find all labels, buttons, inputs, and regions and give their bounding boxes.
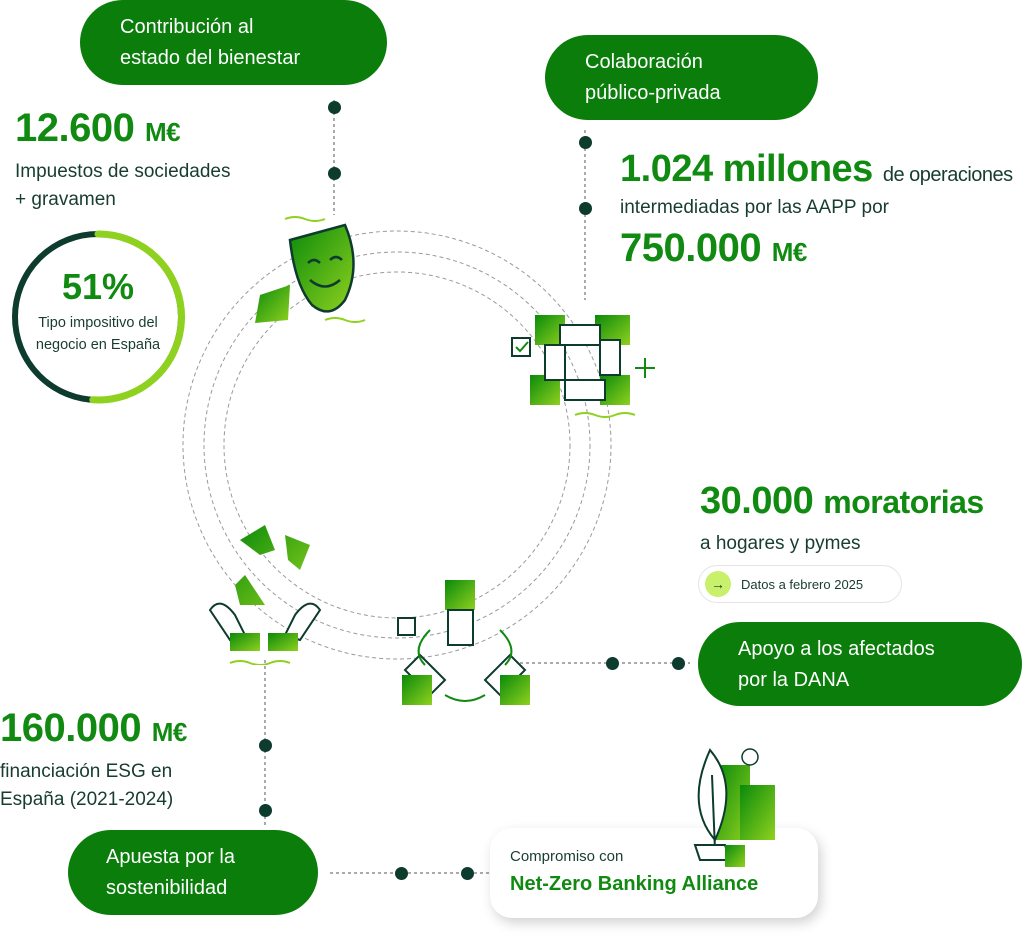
connector-dot (606, 657, 619, 670)
welfare-amount: 12.600 M€ (15, 106, 181, 150)
nzba-title: Net-Zero Banking Alliance (510, 873, 759, 895)
moratoria-amount: 30.000 moratorias (700, 480, 984, 522)
connector-dot (579, 136, 592, 149)
operations-amount: 1.024 millones de operaciones (620, 148, 1013, 190)
date-note-badge: → Datos a febrero 2025 (698, 565, 902, 603)
recycle-hands-icon (208, 525, 322, 665)
dana-title-pill: Apoyo a los afectados por la DANA (698, 622, 1022, 706)
welfare-title-pill: Contribución al estado del bienestar (80, 0, 387, 85)
rate-value: 51% (61, 266, 135, 307)
connector-dot (328, 167, 341, 180)
connector-dot (395, 867, 408, 880)
helping-hands-icon (397, 580, 530, 705)
date-note-text: Datos a febrero 2025 (741, 576, 864, 592)
arrow-right-icon: → (705, 571, 731, 597)
moratoria-desc: a hogares y pymes (700, 533, 861, 554)
public-private-title-pill: Colaboración público-privada (545, 35, 818, 120)
connector-dot (579, 202, 592, 215)
plant-building-icon (693, 748, 775, 867)
nzba-label: Compromiso con (510, 848, 624, 865)
orbit-inner (223, 271, 571, 619)
smiling-mask-icon (255, 216, 366, 323)
welfare-desc: Impuestos de sociedades+ gravamen (15, 161, 231, 210)
joined-hands-icon (511, 315, 655, 418)
operations-desc: intermediadas por las AAPP por (620, 197, 889, 218)
rate-ring-fill (89, 230, 185, 404)
orbit-outer (182, 230, 612, 660)
connector-dot (461, 867, 474, 880)
welfare-title-line2: estado del bienestar (120, 47, 301, 69)
connector-dot (259, 739, 272, 752)
connector-dot (259, 804, 272, 817)
orbit-middle (203, 251, 591, 639)
sustainability-title-pill: Apuesta por la sostenibilidad (68, 830, 318, 915)
welfare-title-line1: Contribución al (120, 16, 254, 38)
nzba-card: Compromiso con Net-Zero Banking Alliance (490, 828, 818, 918)
operations-value: 750.000 M€ (620, 226, 807, 270)
esg-amount: 160.000 M€ (0, 706, 187, 750)
connector-dot (328, 101, 341, 114)
connector-dot (672, 657, 685, 670)
